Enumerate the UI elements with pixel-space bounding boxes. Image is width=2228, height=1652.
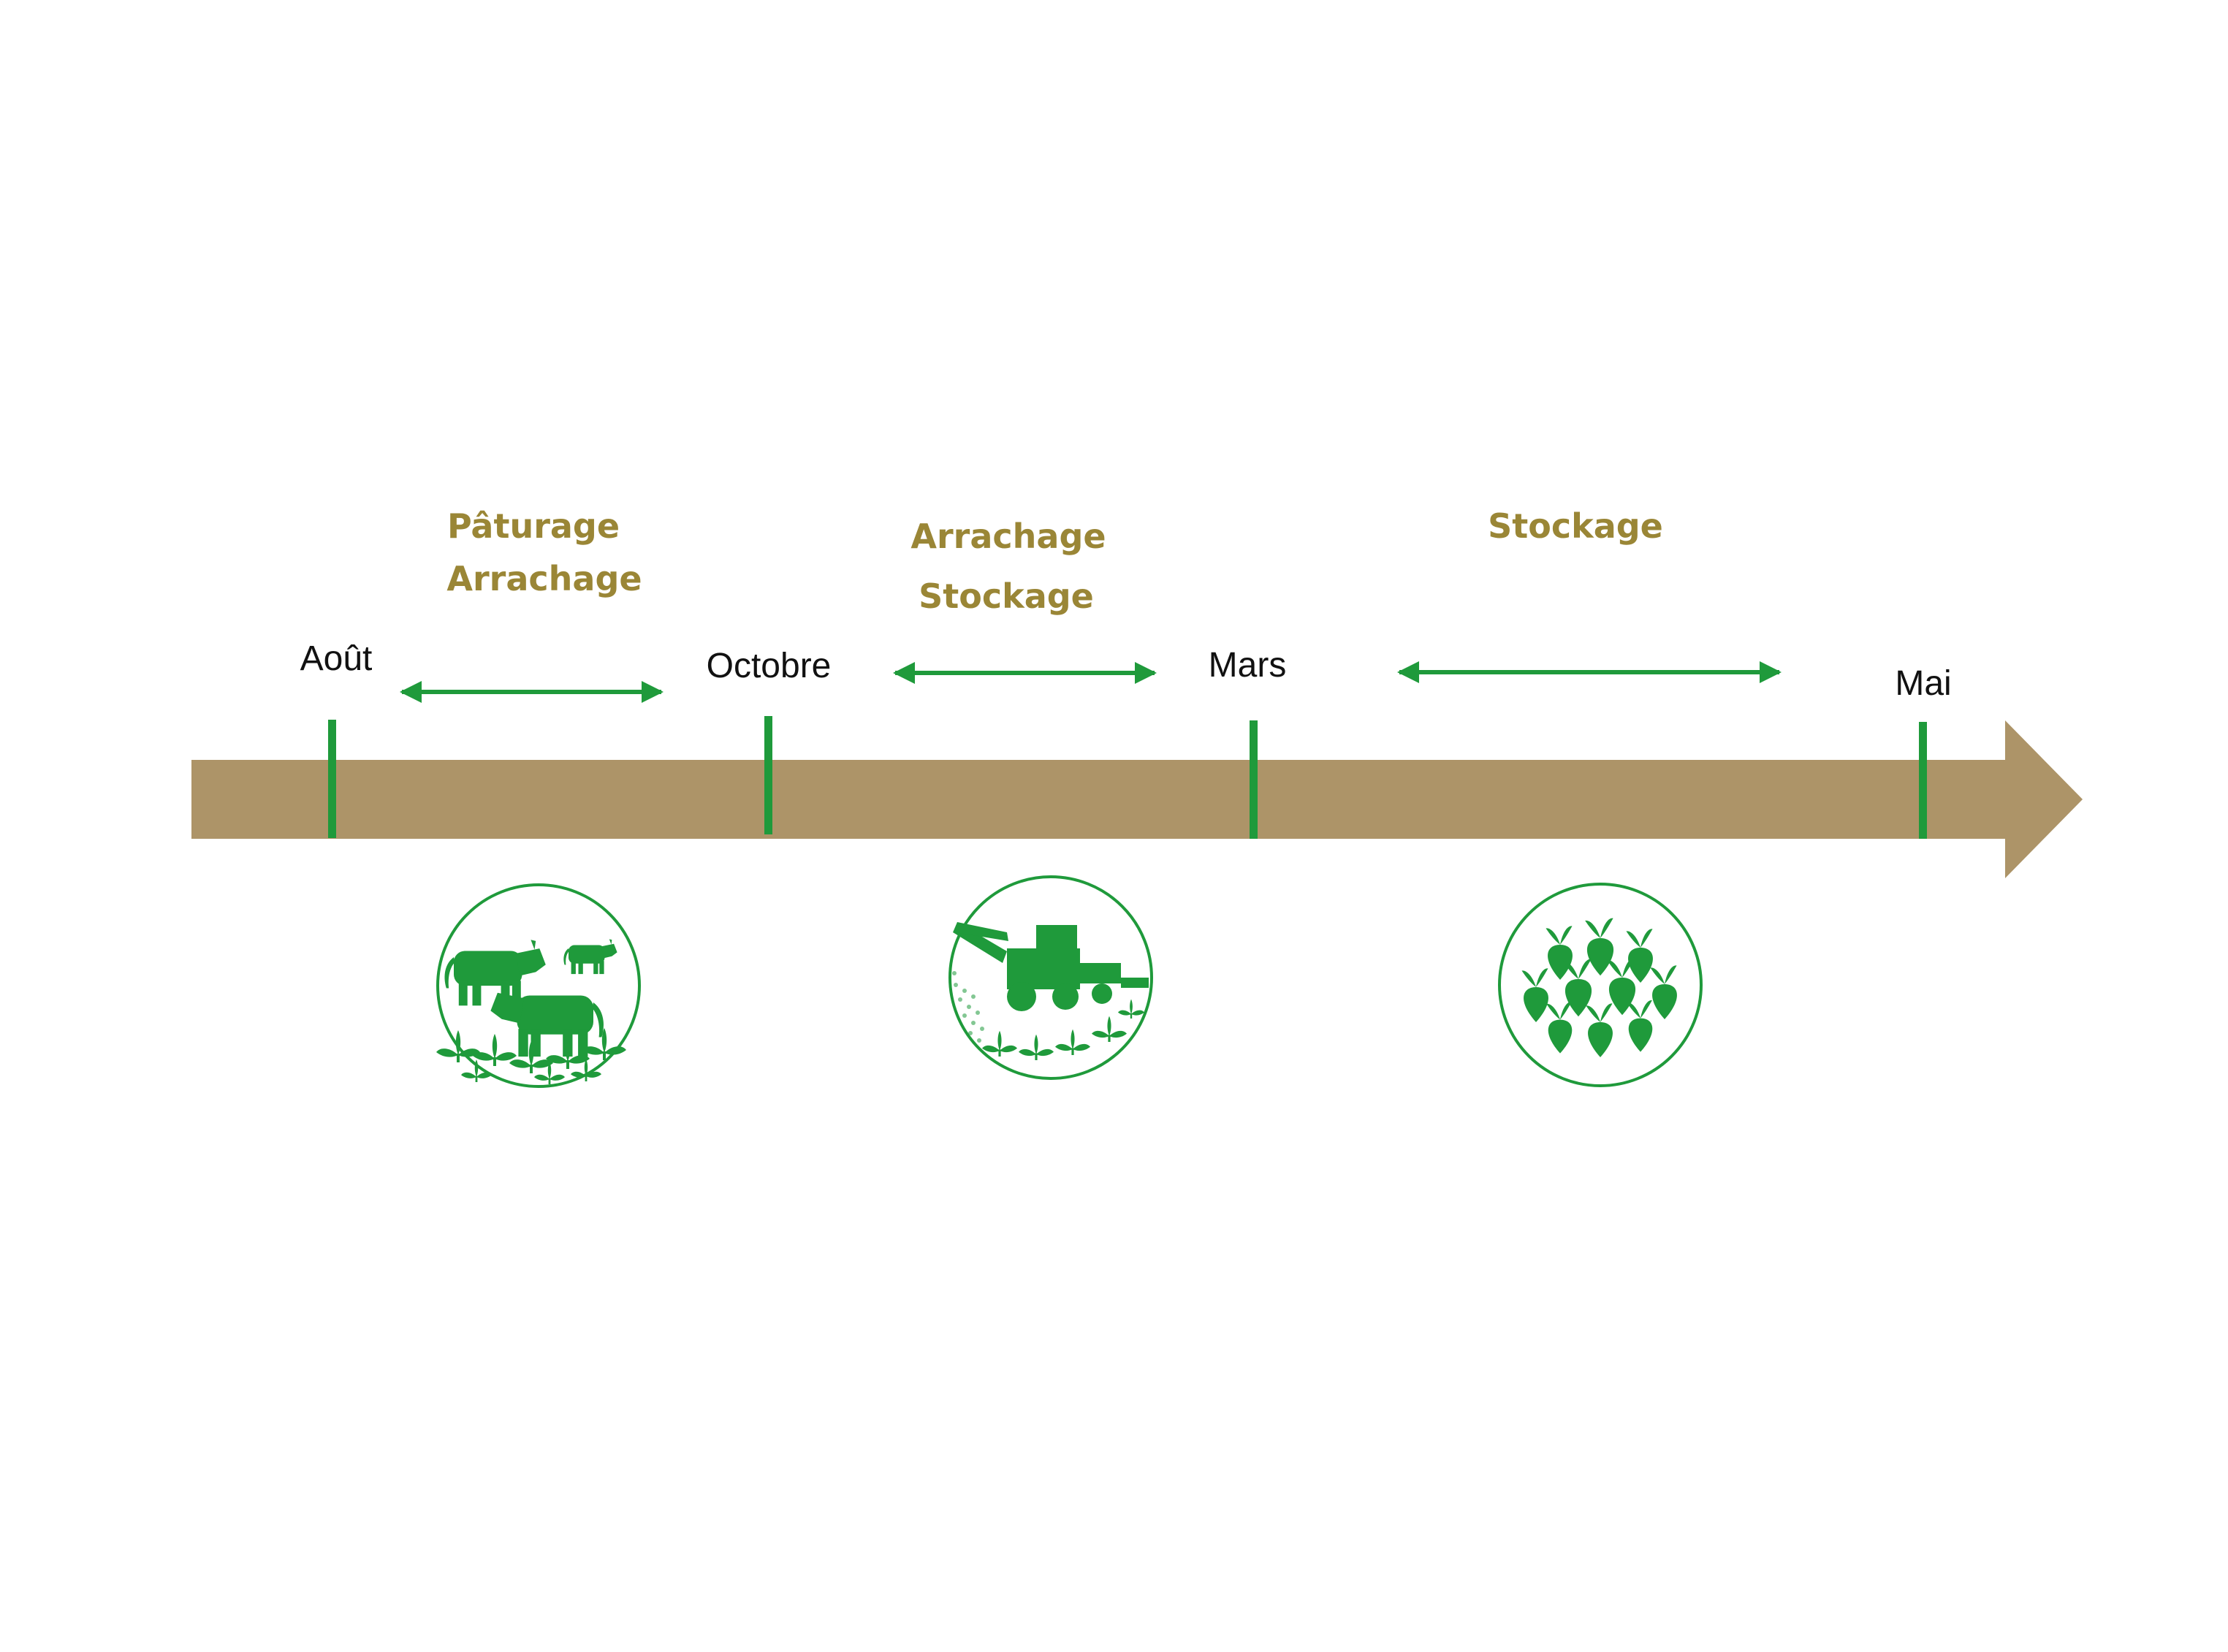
tick-octobre	[764, 716, 772, 834]
phase-1-label-line-2: Arrachage	[446, 559, 642, 598]
month-label-octobre: Octobre	[707, 647, 832, 685]
month-label-aout: Août	[300, 639, 373, 678]
tick-aout	[328, 720, 336, 838]
month-label-mars: Mars	[1209, 646, 1287, 685]
phase-2-label-line-2: Stockage	[919, 576, 1094, 616]
month-label-mai: Mai	[1895, 664, 1951, 703]
beet-pile-icon	[1498, 883, 1703, 1087]
tick-mars	[1250, 720, 1258, 839]
beet-harvester-icon	[948, 875, 1153, 1080]
phase-1-label-line-1: Pâturage	[447, 506, 620, 546]
tick-mai	[1919, 722, 1927, 839]
timeline-arrow	[191, 720, 2083, 878]
phase-2-label-line-1: Arrachage	[910, 517, 1106, 556]
grazing-cattle-icon	[436, 883, 641, 1088]
phase-3-label: Stockage	[1488, 506, 1663, 546]
